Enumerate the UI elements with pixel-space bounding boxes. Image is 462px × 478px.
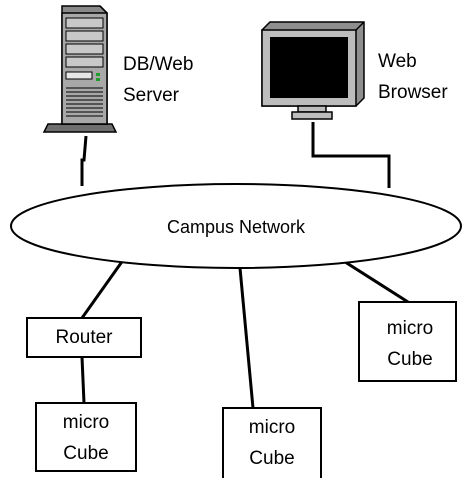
connections [80,122,409,409]
network-label: Campus Network [167,217,306,237]
network-to-router-link [80,255,128,319]
micro-cube-box-center [222,407,322,478]
micro-cube-right-line1: micro [387,318,433,339]
micro-cube-left-line2: Cube [63,443,108,464]
browser-label-line2: Browser [378,82,448,103]
monitor-icon [261,21,365,120]
server-tower-icon [42,5,118,133]
server-to-network-link [80,135,88,186]
micro-cube-box-right [358,301,457,382]
server-label-line2: Server [123,85,180,106]
browser-to-network-link [311,122,391,188]
micro-cube-left-line1: micro [63,412,109,433]
campus-network-ellipse [10,183,462,269]
browser-label-line1: Web [378,51,417,72]
router-label: Router [55,327,113,348]
micro-cube-right-line2: Cube [387,349,432,370]
micro-cube-center-line1: micro [249,417,295,438]
network-to-cube-right-link [341,258,409,304]
server-label-line1: DB/Web [123,54,193,75]
router-box [26,317,142,358]
router-to-cube-link [80,356,86,404]
micro-cube-center-line2: Cube [249,448,294,469]
micro-cube-box-left [35,402,137,472]
network-to-cube-center-link [238,267,255,409]
